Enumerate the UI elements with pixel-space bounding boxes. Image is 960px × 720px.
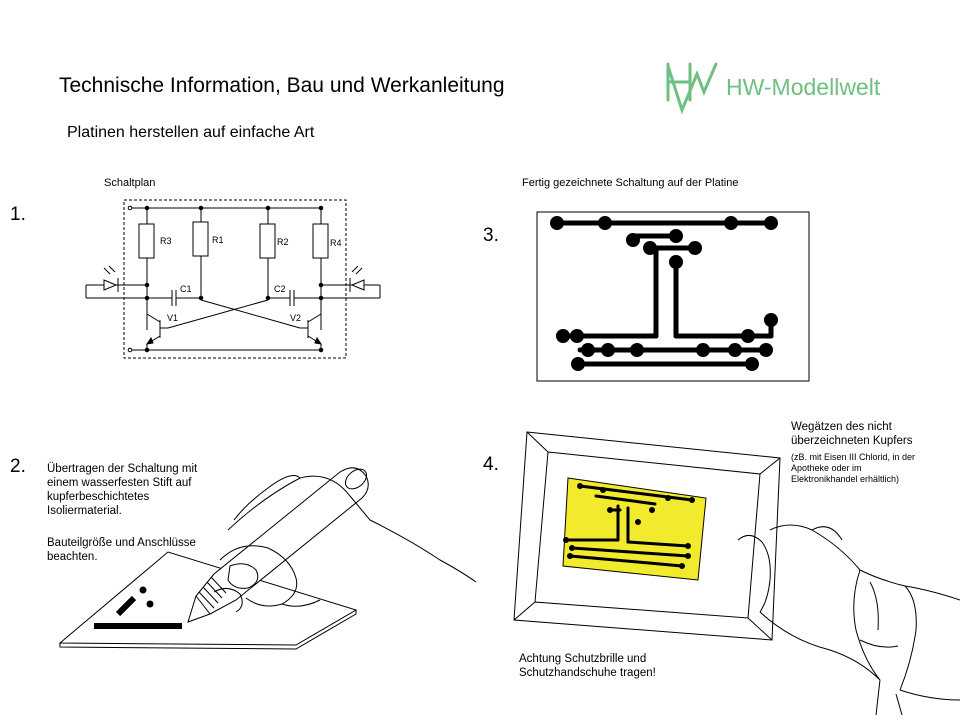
brand-name: HW-Modellwelt [726, 74, 881, 100]
label-v1: V1 [167, 313, 179, 323]
safety-warning: Achtung Schutzbrille und Schutzhandschuh… [519, 653, 656, 679]
label-r1: R1 [212, 235, 224, 245]
label-c2: C2 [274, 284, 286, 294]
page-title: Technische Information, Bau und Werkanle… [59, 74, 505, 97]
step-4-chemical-note: (zB. mit Eisen III Chlorid, in der Apoth… [791, 452, 916, 484]
step-2-instruction: Übertragen der Schaltung mit einem wasse… [47, 463, 198, 517]
label-r3: R3 [160, 236, 172, 246]
step-4-number: 4. [483, 454, 499, 475]
step-2-number: 2. [10, 456, 26, 477]
step-1-number: 1. [10, 204, 26, 225]
step-2-hint: Bauteilgröße und Anschlüsse beachten. [47, 537, 196, 563]
step-4-instruction: Wegätzen des nicht überzeichneten Kupfer… [791, 421, 913, 447]
schematic-caption: Schaltplan [104, 177, 156, 189]
label-v2: V2 [290, 313, 302, 323]
board-caption: Fertig gezeichnete Schaltung auf der Pla… [522, 177, 739, 189]
page-subtitle: Platinen herstellen auf einfache Art [67, 124, 315, 141]
step-3-number: 3. [483, 225, 499, 246]
label-r4: R4 [330, 238, 342, 248]
label-r2: R2 [277, 237, 289, 247]
label-c1: C1 [180, 284, 192, 294]
